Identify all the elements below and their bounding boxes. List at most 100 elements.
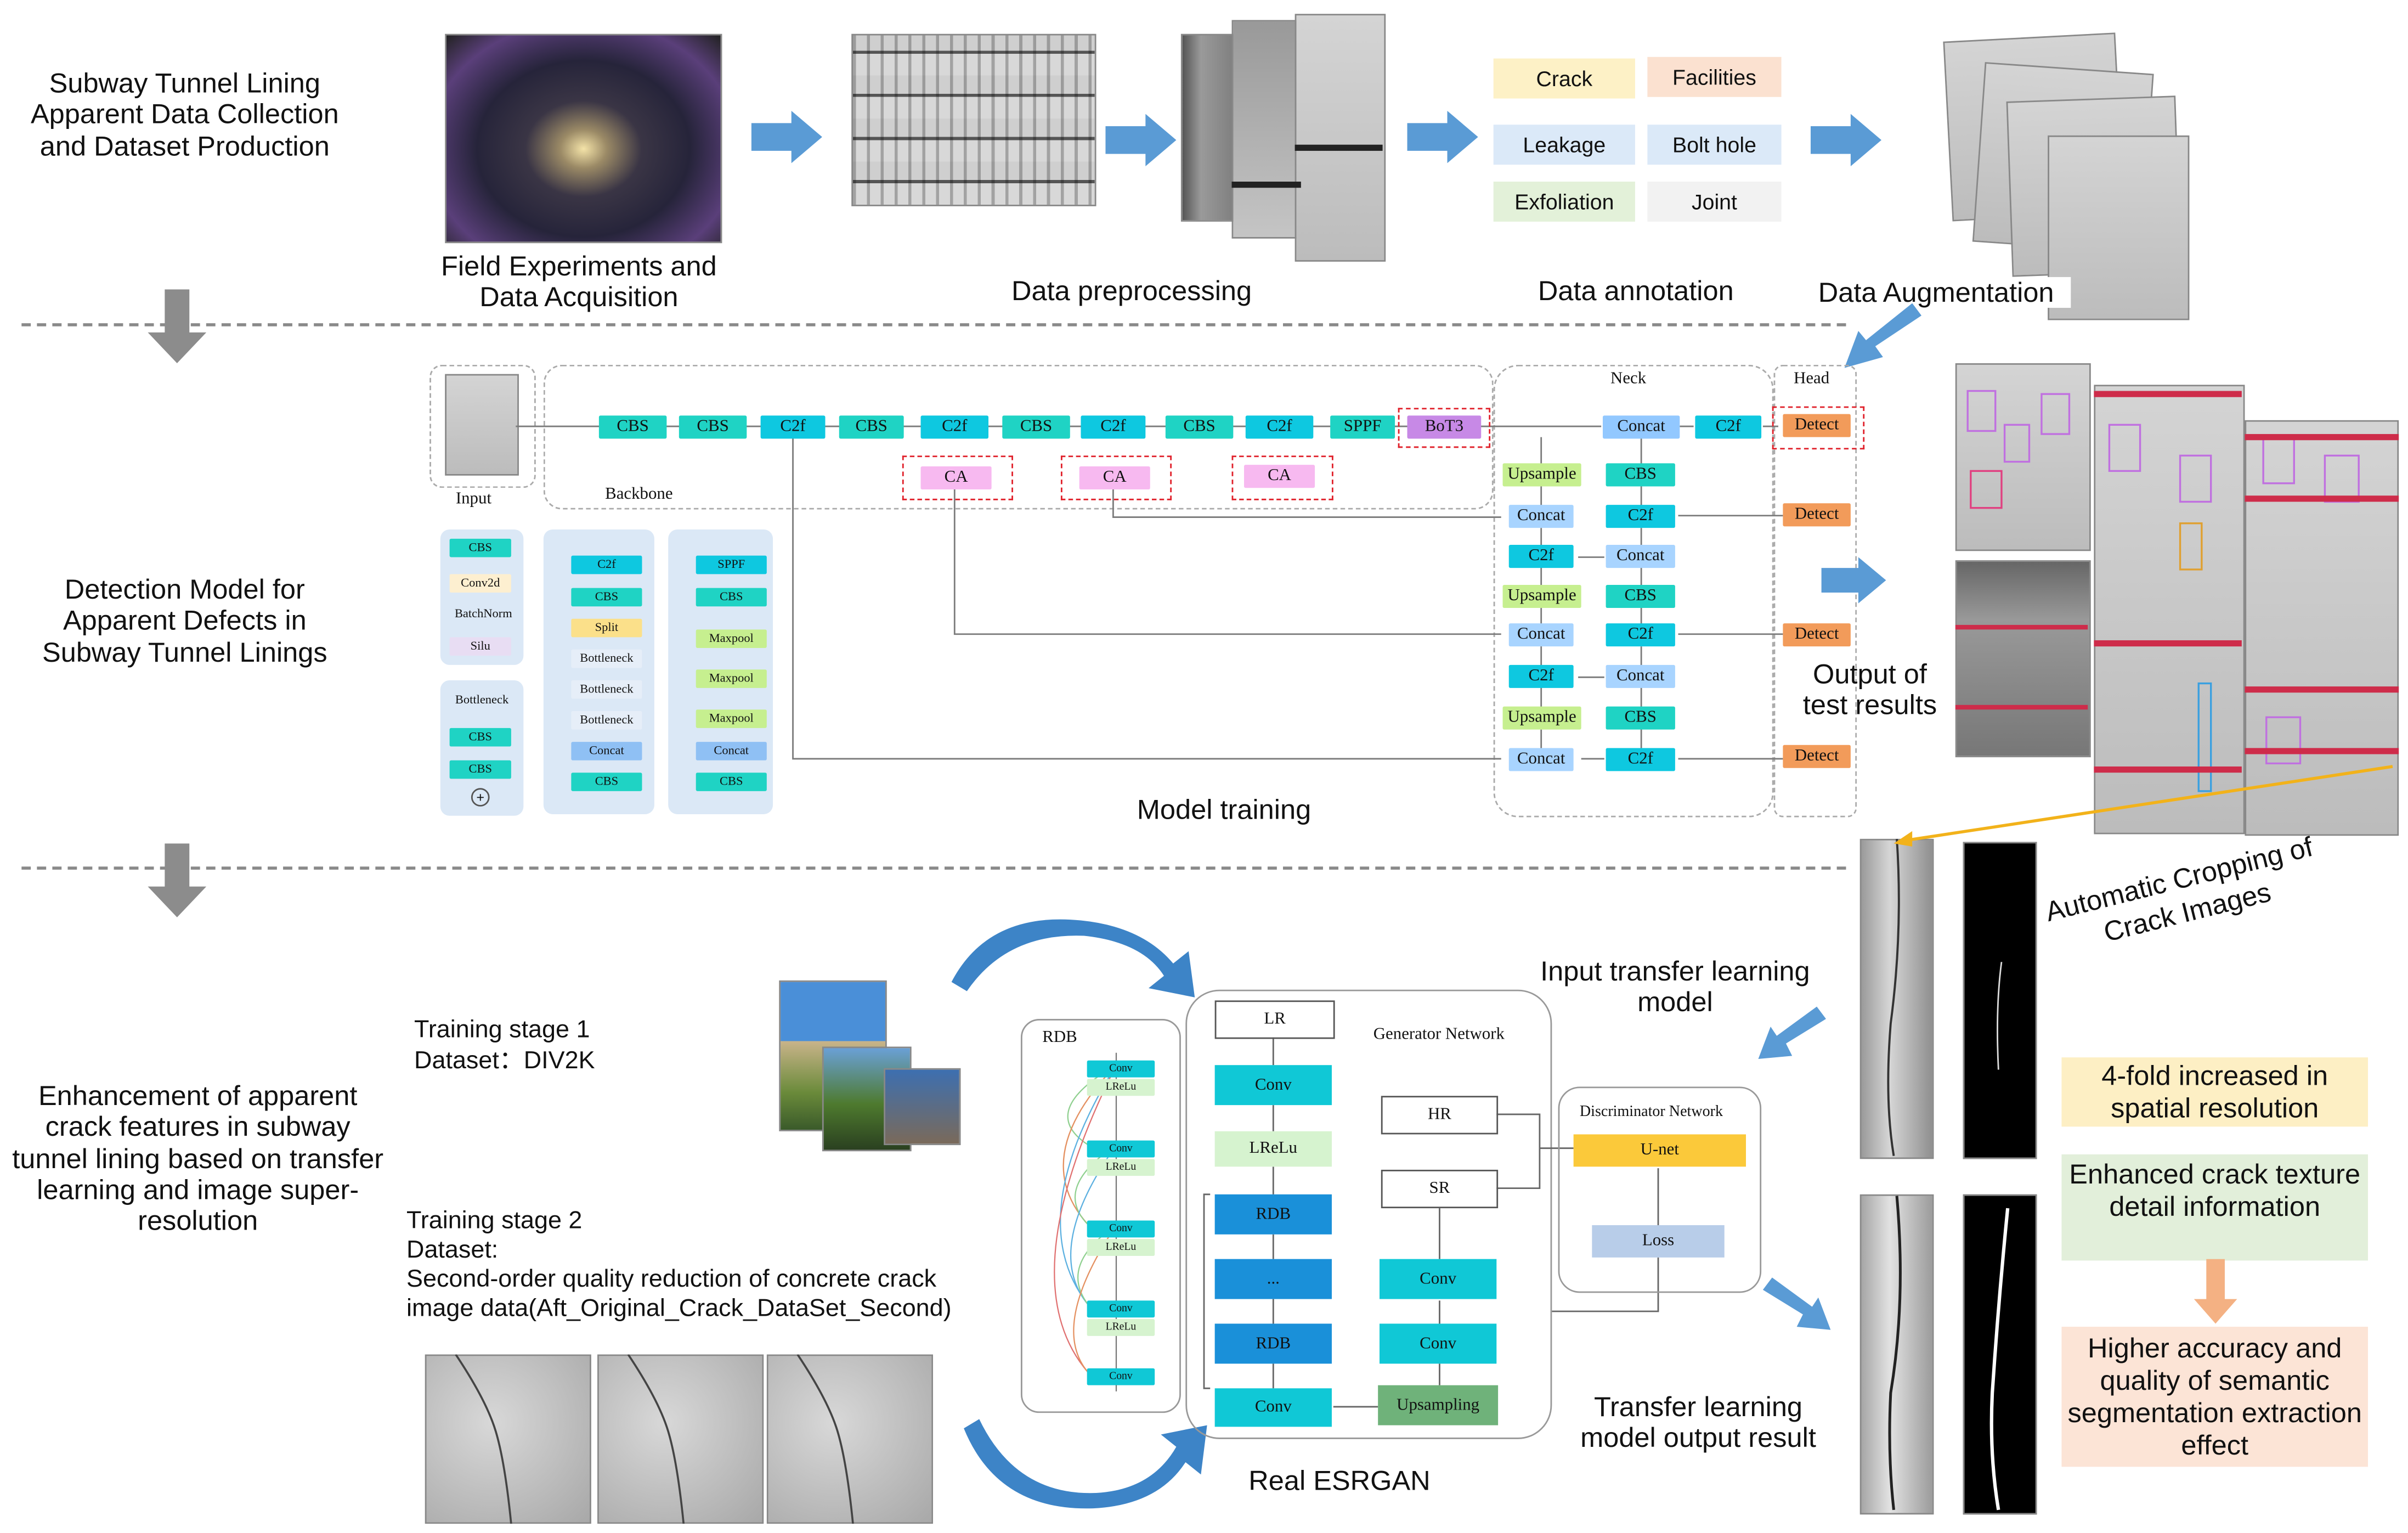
generator-panel <box>1185 989 1552 1439</box>
arrow-right-icon <box>1821 557 1886 604</box>
output-image-2 <box>1955 560 2091 758</box>
field-caption: Field Experiments and Data Acquisition <box>441 251 717 313</box>
arrow-down-icon <box>148 289 207 364</box>
backbone-block-c2f: C2f <box>1245 415 1314 439</box>
legend-silu: Silu <box>449 637 511 656</box>
section-divider <box>21 866 1846 870</box>
input-transfer-caption: Input transfer learning model <box>1540 956 1810 1018</box>
segment-image-3 <box>1295 14 1386 262</box>
training-stage-2-dataset-label: Dataset: <box>406 1237 499 1264</box>
gen-lr: LR <box>1214 1000 1335 1039</box>
backbone-label: Backbone <box>605 484 673 504</box>
legend-sppf-maxpool: Maxpool <box>696 629 767 648</box>
arrow-right-icon <box>1810 114 1882 166</box>
legend-c2f-c2f: C2f <box>571 555 642 574</box>
neck-cbs-3: CBS <box>1606 706 1675 730</box>
label-crack: Crack <box>1493 58 1635 99</box>
neck-concat-r1: Concat <box>1606 545 1675 568</box>
rdb-conv: Conv <box>1087 1140 1155 1158</box>
input-label: Input <box>455 489 492 508</box>
output-transfer-caption: Transfer learning model output result <box>1580 1391 1816 1454</box>
training-stage-2-dataset-line2: image data(Aft_Original_Crack_DataSet_Se… <box>406 1295 952 1322</box>
output-image-3 <box>2094 385 2245 835</box>
legend-c2f-bottleneck: Bottleneck <box>571 711 642 730</box>
neck-c2f-r2: C2f <box>1606 623 1675 647</box>
crack-mask-enhanced <box>1963 1194 2037 1515</box>
segment-joint-line <box>1295 144 1383 151</box>
section-title-detection: Detection Model for Apparent Defects in … <box>42 574 327 668</box>
legend-sppf-maxpool: Maxpool <box>696 669 767 688</box>
legend-c2f-panel <box>543 529 654 814</box>
detect-block-4: Detect <box>1783 745 1851 768</box>
preprocess-scan-image <box>851 33 1096 206</box>
ca-highlight-1 <box>902 455 1013 500</box>
neck-upsample-3: Upsample <box>1502 706 1581 730</box>
backbone-block-c2f: C2f <box>1081 415 1146 439</box>
rdb-conv: Conv <box>1087 1300 1155 1318</box>
annotation-caption: Data annotation <box>1537 275 1734 307</box>
section-title-collection: Subway Tunnel Lining Apparent Data Colle… <box>30 67 339 161</box>
legend-sppf-maxpool: Maxpool <box>696 709 767 728</box>
training-caption: Model training <box>1137 794 1312 825</box>
crop-link-arrow <box>1893 765 2393 847</box>
label-facilities: Facilities <box>1647 57 1782 97</box>
section-divider <box>21 323 1846 326</box>
bot3-highlight <box>1398 408 1491 448</box>
rdb-conv: Conv <box>1087 1368 1155 1385</box>
legend-batchnorm: BatchNorm <box>454 606 512 621</box>
benefit-accuracy: Higher accuracy and quality of semantic … <box>2061 1327 2369 1467</box>
legend-c2f-cbs: CBS <box>571 588 642 607</box>
rdb-label: RDB <box>1042 1028 1077 1047</box>
neck-label: Neck <box>1610 369 1647 388</box>
arrow-down-orange-icon <box>2194 1259 2237 1324</box>
preprocess-caption: Data preprocessing <box>1011 275 1252 307</box>
augmented-image-4 <box>2048 135 2190 320</box>
gen-upsampling: Upsampling <box>1378 1385 1499 1425</box>
augmentation-caption: Data Augmentation <box>1801 277 2071 308</box>
backbone-group <box>543 364 1494 510</box>
arrow-down-left-icon <box>1844 303 1922 368</box>
backbone-block-cbs: CBS <box>1165 415 1234 439</box>
label-joint: Joint <box>1647 182 1782 222</box>
neck-cbs-1: CBS <box>1606 463 1675 487</box>
detect-block-3: Detect <box>1783 623 1851 647</box>
legend-cbs-title: CBS <box>449 538 511 557</box>
unet-block: U-net <box>1573 1134 1746 1167</box>
gen-conv-1: Conv <box>1214 1065 1332 1106</box>
legend-sppf-cbs: CBS <box>696 588 767 607</box>
head-label: Head <box>1794 369 1830 388</box>
neck-group <box>1493 364 1774 818</box>
div2k-sample-photo <box>884 1068 961 1146</box>
neck-upsample-2: Upsample <box>1502 584 1581 608</box>
rdb-lrelu: LReLu <box>1087 1159 1155 1176</box>
ca-block-3: CA <box>1243 465 1315 488</box>
legend-c2f-bottleneck: Bottleneck <box>571 649 642 668</box>
backbone-block-c2f: C2f <box>920 415 989 439</box>
neck-cbs-2: CBS <box>1606 584 1675 608</box>
neck-concat-r2: Concat <box>1606 664 1675 688</box>
loss-block: Loss <box>1592 1225 1725 1258</box>
gen-conv-2: Conv <box>1214 1388 1332 1427</box>
hr-box: HR <box>1381 1096 1499 1135</box>
ca-highlight-3 <box>1231 455 1333 500</box>
rdb-conv: Conv <box>1087 1060 1155 1078</box>
arrow-right-icon <box>1407 110 1478 164</box>
input-image <box>445 374 519 476</box>
curved-arrow-icon <box>951 919 1195 997</box>
legend-c2f-split: Split <box>571 618 642 638</box>
training-stage-1: Training stage 1 Dataset：DIV2K <box>414 1016 595 1077</box>
rdb-panel <box>1020 1019 1181 1413</box>
neck-c2f-top: C2f <box>1695 415 1762 439</box>
crack-mask-lowres <box>1963 842 2037 1159</box>
legend-bottleneck-cbs-2: CBS <box>449 760 511 779</box>
discriminator-label: Discriminator Network <box>1579 1103 1723 1121</box>
neck-c2f-2: C2f <box>1508 664 1574 688</box>
rdb-conv: Conv <box>1087 1220 1155 1238</box>
neck-concat-1: Concat <box>1508 505 1574 528</box>
label-bolt-hole: Bolt hole <box>1647 125 1782 165</box>
legend-conv2d: Conv2d <box>449 574 511 593</box>
detection-box-overlay <box>1955 390 2399 792</box>
section-title-enhancement: Enhancement of apparent crack features i… <box>12 1080 384 1237</box>
backbone-block-cbs: CBS <box>598 415 667 439</box>
ca-highlight-2 <box>1060 455 1172 500</box>
